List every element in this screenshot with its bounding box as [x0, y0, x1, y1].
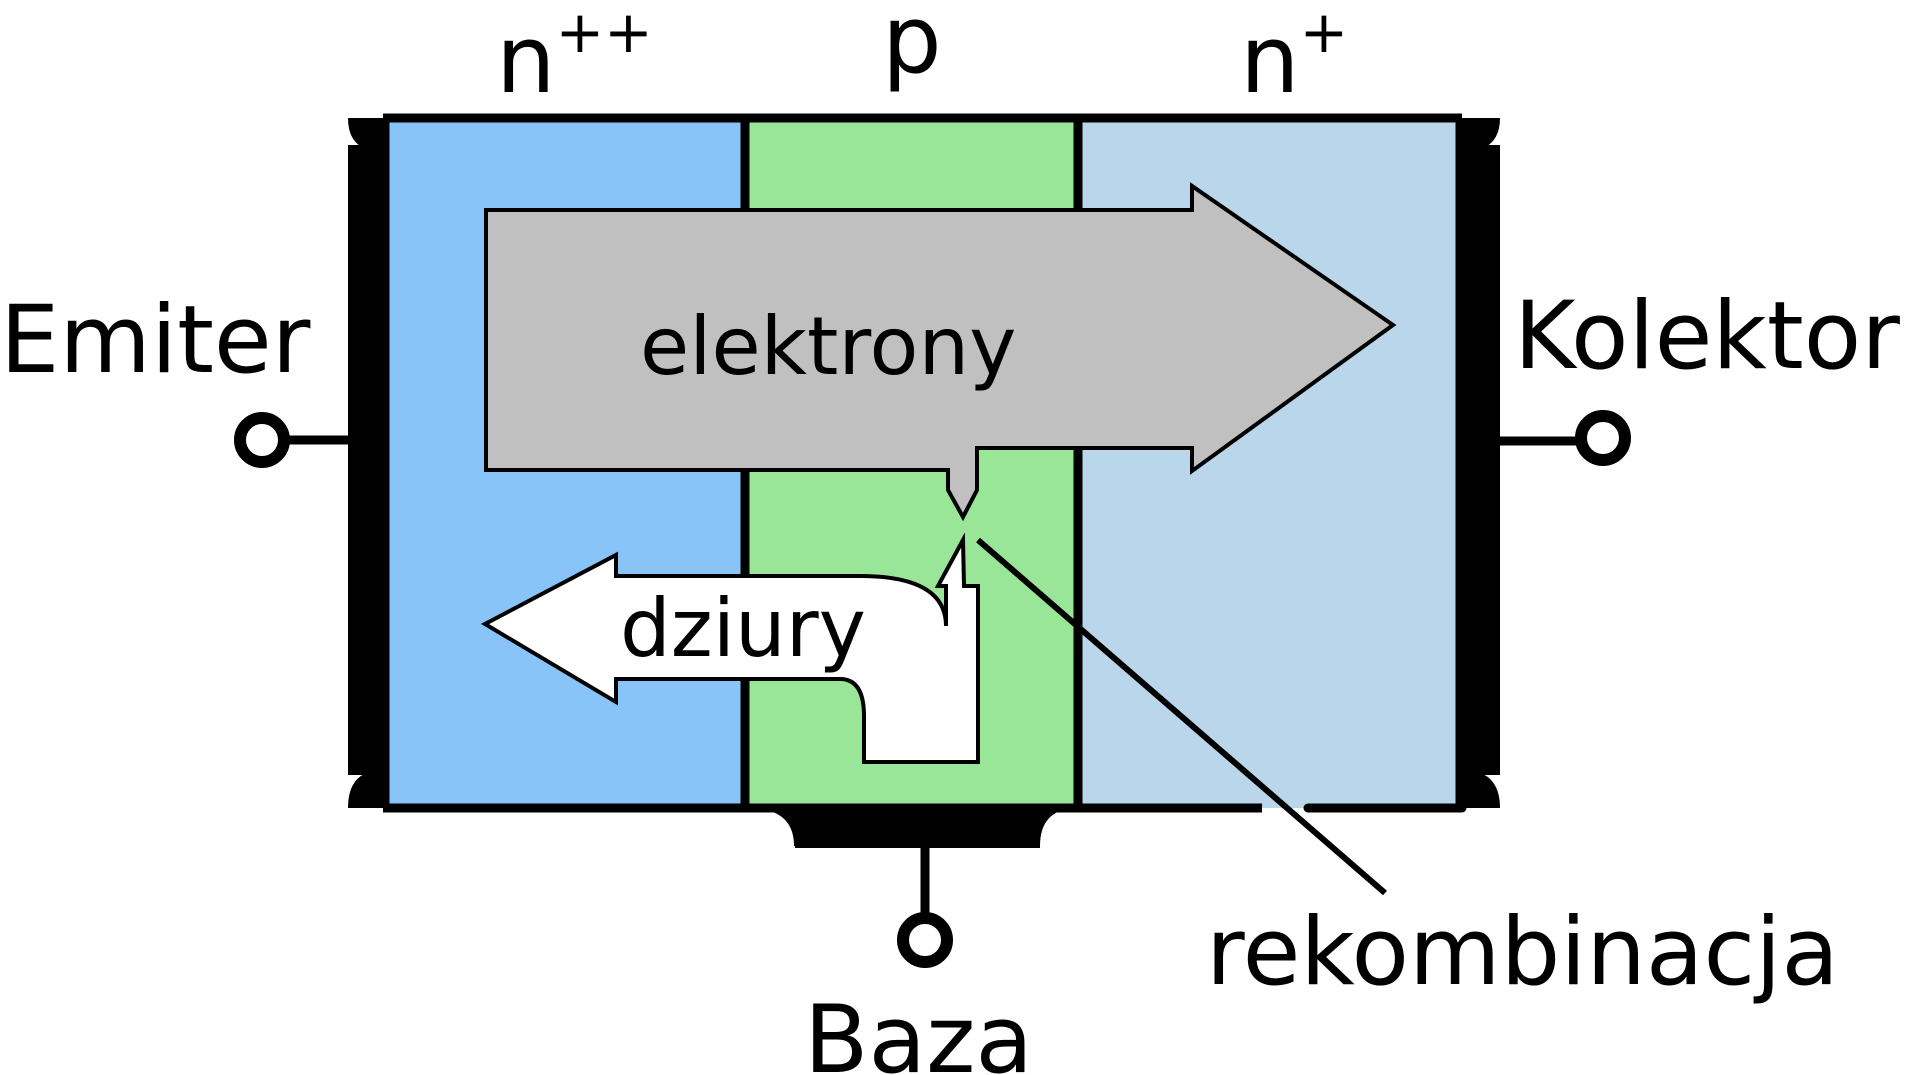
contacts	[348, 118, 1500, 848]
electron-flow-arrow	[484, 182, 1397, 522]
emitter-label: Emiter	[0, 286, 311, 395]
emitter-doping-label: n++	[496, 0, 653, 115]
terminal-labels: Emiter Kolektor Baza rekombinacja	[0, 282, 1900, 1075]
recombination-label: rekombinacja	[1206, 898, 1839, 1007]
collector-doping-label: n+	[1240, 0, 1348, 115]
holes-label: dziury	[620, 582, 866, 675]
electron-flow: elektrony	[484, 182, 1397, 522]
base-terminal	[897, 912, 953, 968]
electrons-label: elektrony	[640, 300, 1016, 393]
region-labels: n++ p n+	[496, 0, 1348, 115]
hole-flow-arrow	[480, 532, 980, 764]
collector-label: Kolektor	[1514, 282, 1900, 391]
recombination-pointer	[976, 537, 1387, 896]
base-label: Baza	[804, 986, 1033, 1075]
hole-flow: dziury	[480, 532, 980, 764]
base-doping-label: p	[882, 0, 942, 95]
terminals	[234, 410, 1631, 968]
emitter-terminal	[234, 412, 290, 468]
collector-terminal	[1575, 410, 1631, 466]
